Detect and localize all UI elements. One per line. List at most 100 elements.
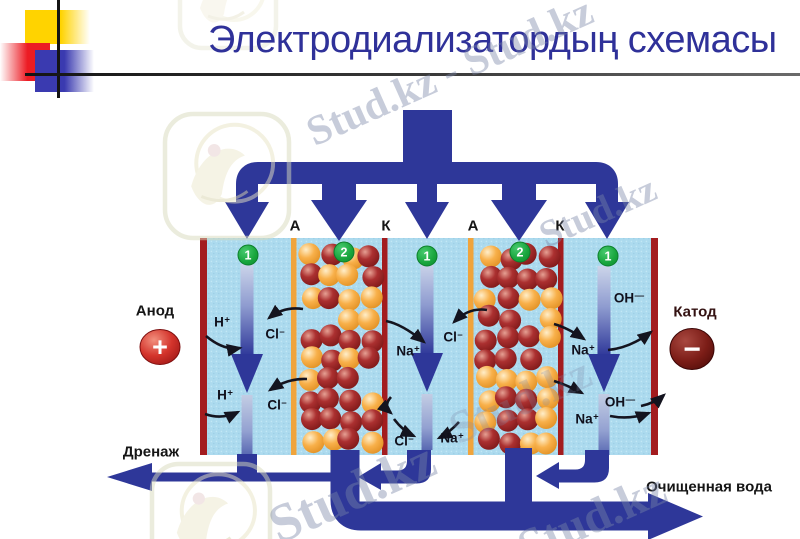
resin-bead — [474, 411, 497, 434]
resin-bead — [499, 309, 522, 332]
resin-bead — [318, 264, 341, 287]
watermark-logo-part — [203, 0, 265, 22]
ion-arrow — [553, 322, 587, 341]
resin-bead — [538, 245, 561, 268]
resin-bead — [299, 391, 322, 414]
resin-bead — [538, 326, 561, 348]
watermark-logos — [149, 0, 292, 539]
flow-head-3 — [411, 353, 443, 392]
resin-bead — [338, 347, 361, 370]
resin-bead — [494, 347, 517, 370]
ion-label-na4: Na+ — [575, 411, 599, 427]
watermark-logo — [177, 0, 279, 51]
ion-arrow — [205, 335, 243, 357]
resin-bead — [497, 266, 520, 289]
drain-line — [150, 472, 332, 482]
resin-bead — [518, 288, 541, 311]
watermark-logo — [149, 461, 273, 539]
watermark-logo-part — [192, 492, 205, 505]
resin-bead — [518, 325, 541, 348]
cell-badge-5: 1 — [597, 245, 619, 267]
decor-horizontal-line — [25, 73, 800, 76]
flow-tail-5 — [598, 394, 610, 455]
inlet-arrow-1 — [225, 202, 269, 239]
resin-bead — [515, 388, 538, 411]
resin-bead — [497, 287, 520, 309]
resin-bead — [477, 427, 500, 450]
compartment-flows — [231, 263, 620, 455]
resin-bead — [319, 324, 342, 347]
feed-manifold — [225, 110, 629, 241]
resin-bead — [361, 409, 384, 432]
resin-bead — [357, 245, 380, 268]
resin-bead — [300, 263, 323, 286]
resin-bead — [495, 369, 518, 391]
cathode-electrode-bar — [651, 238, 658, 455]
watermark-logo — [162, 111, 292, 241]
resin-bead — [301, 408, 323, 431]
resin-bead — [520, 348, 543, 371]
resin-bead — [361, 431, 384, 454]
resin-bead — [534, 432, 557, 455]
resin-bead — [474, 349, 497, 372]
membrane-label-k1: К — [381, 217, 391, 235]
drain-elbow-3 — [379, 450, 431, 484]
resin-bead — [340, 411, 363, 434]
resin-bead — [321, 349, 344, 372]
resin-bead — [516, 268, 539, 291]
anode-electrode-bar — [200, 238, 207, 455]
branch-2 — [322, 173, 356, 204]
flow-head-5 — [588, 354, 620, 392]
resin-bead — [536, 387, 559, 410]
resin-bead — [476, 365, 498, 388]
concentrate-pipe-1 — [330, 450, 650, 531]
ion-arrow — [553, 379, 585, 395]
electrodes: + − — [139, 328, 715, 370]
watermark-logo-part — [200, 190, 249, 203]
resin-bead — [337, 427, 360, 450]
drain-label: Дренаж — [122, 443, 180, 461]
ion-label-oh1: OH— — [613, 290, 645, 306]
resin-bead — [361, 330, 384, 353]
ion-label-h1: H+ — [214, 314, 230, 330]
drain-arrowhead-5 — [536, 462, 559, 489]
resin-bead — [319, 407, 342, 430]
membrane-cation-2 — [558, 238, 564, 455]
ion-arrow — [436, 421, 460, 440]
resin-bed-1 — [298, 243, 385, 454]
resin-bead — [317, 287, 340, 310]
membrane-label-k2: К — [555, 217, 565, 235]
flow-tail-3 — [421, 394, 433, 450]
watermark-logo-part — [177, 0, 279, 51]
cell-badge-2: 2 — [333, 241, 355, 263]
ion-label-cl4: Cl– — [394, 433, 414, 449]
resin-bead — [480, 265, 503, 288]
decor-square-blue — [35, 50, 94, 92]
clean-water-arrowhead — [648, 493, 703, 539]
outlet-plumbing — [107, 448, 703, 539]
resin-bead — [338, 289, 361, 311]
resin-bead — [336, 264, 359, 286]
resin-bed-2 — [473, 242, 563, 455]
resin-bead — [536, 366, 559, 389]
ion-label-na1: Na+ — [396, 343, 420, 359]
resin-bead — [338, 308, 360, 331]
ion-arrow — [385, 319, 427, 344]
resin-bead — [535, 268, 558, 290]
resin-bead — [494, 386, 517, 409]
ion-label-oh2: OH— — [604, 394, 636, 410]
cell-badge-1: 1 — [237, 244, 259, 266]
inlet-arrow-2 — [311, 200, 367, 241]
watermark-logo-part — [207, 10, 245, 21]
ion-arrow — [640, 393, 666, 409]
inlet-arrow-3 — [405, 202, 449, 239]
resin-bead — [298, 368, 321, 391]
watermark-logo-part — [162, 111, 292, 241]
membrane-cation-1 — [382, 238, 388, 455]
resin-bead — [357, 308, 380, 331]
resin-bead — [302, 287, 324, 310]
resin-bead — [474, 329, 497, 352]
clean-water-label: Очищенная вода — [646, 478, 772, 496]
resin-bead — [497, 326, 520, 349]
